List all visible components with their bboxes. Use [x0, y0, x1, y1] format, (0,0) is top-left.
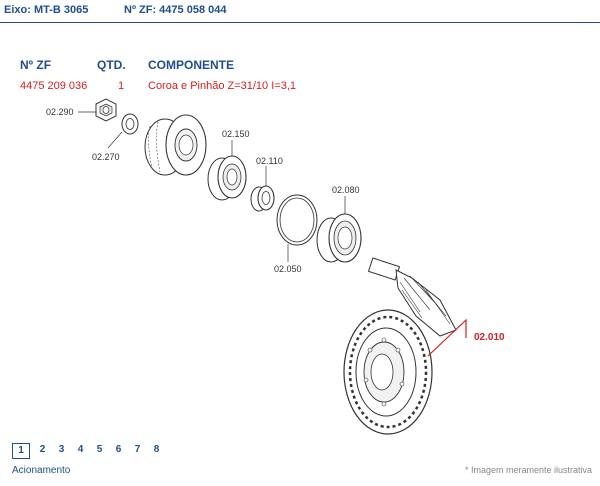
zf-number-label: Nº ZF: 4475 058 044: [124, 4, 227, 16]
page-link-4[interactable]: 4: [77, 444, 84, 455]
washer-part[interactable]: [121, 113, 139, 135]
page-link-7[interactable]: 7: [134, 444, 141, 455]
nut-part[interactable]: [95, 98, 117, 122]
callout-02-290: 02.290: [46, 107, 74, 117]
callout-02-270: 02.270: [92, 152, 120, 162]
callout-02-150: 02.150: [222, 129, 250, 139]
row-component: Coroa e Pinhão Z=31/10 I=3,1: [148, 80, 296, 92]
top-bar: Eixo: MT-B 3065 Nº ZF: 4475 058 044: [0, 0, 600, 23]
bearing-small-part[interactable]: [250, 185, 275, 212]
row-quantity: 1: [118, 80, 125, 92]
page-link-3[interactable]: 3: [58, 444, 65, 455]
callout-02-010: 02.010: [474, 332, 505, 343]
callout-02-080: 02.080: [332, 185, 360, 195]
illustrative-image-note: * Imagem meramente ilustrativa: [464, 465, 592, 475]
crown-gear-part[interactable]: [343, 309, 433, 435]
page-link-1[interactable]: 1: [12, 443, 30, 459]
pagination: 1 2 3 4 5 6 7 8: [12, 443, 166, 459]
pinion-part[interactable]: [367, 257, 457, 337]
column-header-component: COMPONENTE: [148, 58, 235, 72]
bearing-large-part[interactable]: [207, 155, 247, 201]
row-zf-number: 4475 209 036: [20, 80, 88, 92]
column-header-zf: Nº ZF: [20, 58, 52, 72]
callout-02-110: 02.110: [256, 156, 283, 166]
column-header-qty: QTD.: [97, 58, 126, 72]
page-link-2[interactable]: 2: [39, 444, 46, 455]
differential-flange-part[interactable]: [144, 114, 207, 176]
page-link-6[interactable]: 6: [115, 444, 122, 455]
page-link-8[interactable]: 8: [153, 444, 160, 455]
callout-02-050: 02.050: [274, 264, 302, 274]
acionamento-link[interactable]: Acionamento: [12, 465, 71, 476]
axle-label: Eixo: MT-B 3065: [4, 4, 89, 16]
exploded-parts-diagram: 02.290 02.270 02.150 02.110 02.050: [46, 98, 505, 435]
o-ring-part[interactable]: [276, 194, 318, 246]
page-link-5[interactable]: 5: [96, 444, 103, 455]
taper-bearing-part[interactable]: [316, 213, 362, 263]
